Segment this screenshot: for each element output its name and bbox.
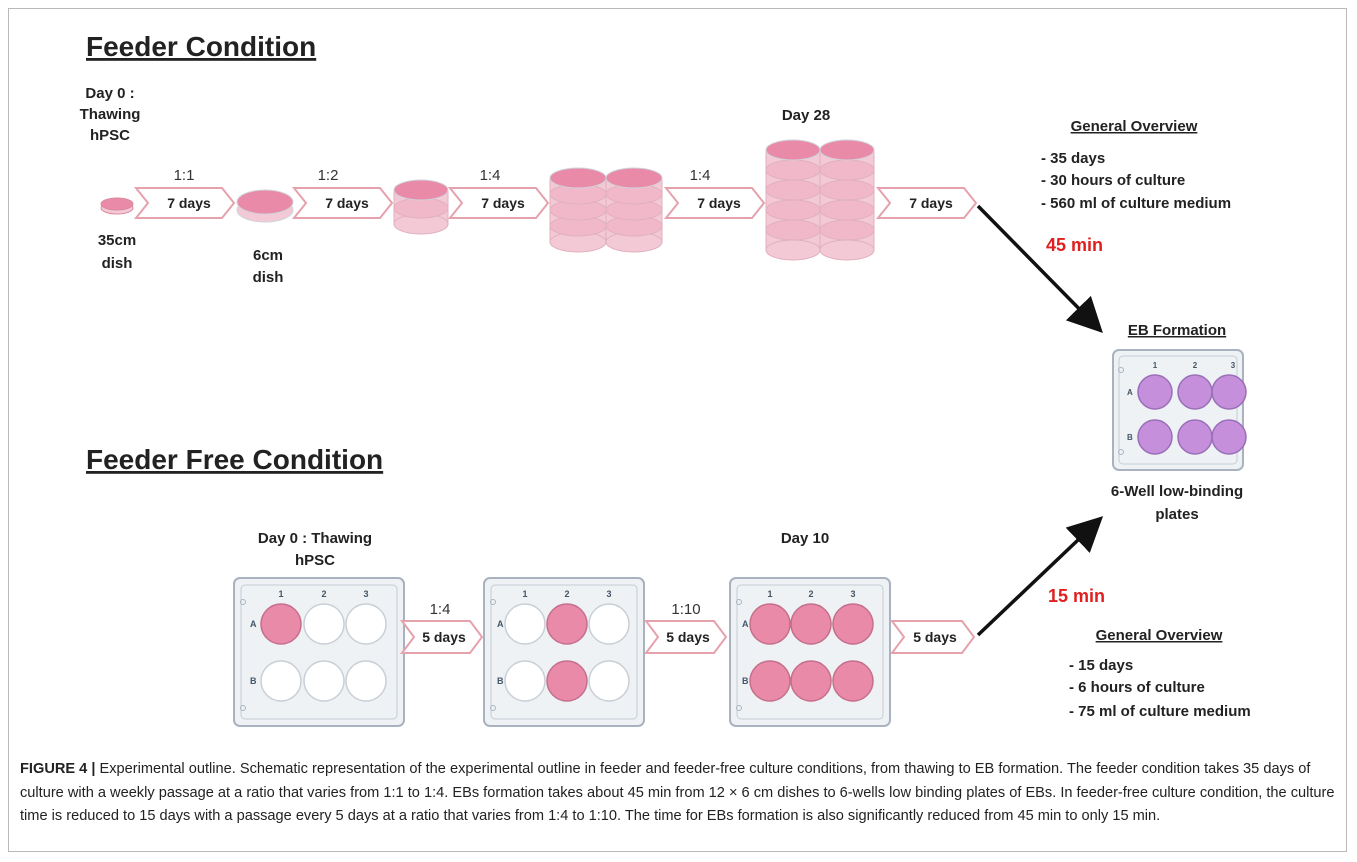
feeder-time: 45 min: [1046, 235, 1103, 255]
dish2-label-line2: dish: [253, 269, 284, 286]
feeder-heading: Feeder Condition: [86, 31, 316, 62]
figure-caption: FIGURE 4 | Experimental outline. Schemat…: [20, 758, 1340, 829]
svg-text:7 days: 7 days: [167, 195, 211, 211]
feeder-arrow-1: 7 days: [133, 187, 236, 219]
dish2-label-line1: 6cm: [253, 247, 283, 264]
svg-text:3: 3: [363, 589, 368, 599]
svg-text:7 days: 7 days: [697, 195, 741, 211]
svg-text:1: 1: [278, 589, 283, 599]
feeder-day0-line3: hPSC: [90, 127, 130, 144]
svg-text:3: 3: [850, 589, 855, 599]
dish1-label-line1: 35cm: [98, 232, 136, 249]
svg-text:5 days: 5 days: [666, 629, 710, 645]
svg-text:5 days: 5 days: [422, 629, 466, 645]
eb-plate-label-line1: 6-Well low-binding: [1111, 483, 1243, 500]
svg-text:5 days: 5 days: [913, 629, 957, 645]
feeder-arrow-3: 7 days: [447, 187, 550, 219]
svg-text:3: 3: [1231, 361, 1236, 370]
feeder-overview-item-2: - 30 hours of culture: [1041, 172, 1185, 189]
dish-stacks-4-icon: [549, 167, 663, 253]
eb-title: EB Formation: [1128, 322, 1226, 339]
svg-text:2: 2: [564, 589, 569, 599]
feeder-ratio-3: 1:4: [480, 167, 501, 184]
svg-text:A: A: [1127, 388, 1133, 397]
dish1-label-line2: dish: [102, 255, 133, 272]
feeder-ratio-1: 1:1: [174, 167, 195, 184]
svg-text:A: A: [497, 619, 504, 629]
feeder-arrow-5: 7 days: [875, 187, 978, 219]
ff-overview-item-3: - 75 ml of culture medium: [1069, 703, 1251, 720]
feeder-ratio-4: 1:4: [690, 167, 711, 184]
feeder-day0-line2: Thawing: [80, 106, 141, 123]
ff-overview-title: General Overview: [1096, 627, 1223, 644]
feeder-day0-line1: Day 0 :: [85, 85, 134, 102]
svg-text:1: 1: [522, 589, 527, 599]
svg-text:B: B: [1127, 433, 1133, 442]
ff-arrow-3: 5 days: [890, 620, 976, 654]
ff-day0-line1: Day 0 : Thawing: [258, 530, 372, 547]
ff-plate-1-icon: 1 2 3 A B: [233, 577, 405, 727]
ff-overview-item-1: - 15 days: [1069, 657, 1133, 674]
feeder-day28: Day 28: [782, 107, 830, 124]
caption-label: FIGURE 4 |: [20, 761, 96, 777]
dish-stacks-6-icon: [765, 139, 875, 261]
feeder-arrow-4: 7 days: [663, 187, 766, 219]
svg-text:B: B: [742, 676, 749, 686]
svg-text:2: 2: [808, 589, 813, 599]
svg-text:B: B: [250, 676, 257, 686]
feeder-arrow-2: 7 days: [291, 187, 394, 219]
ff-overview-item-2: - 6 hours of culture: [1069, 679, 1205, 696]
ff-plate-2-icon: 1 2 3 A B: [483, 577, 645, 727]
ff-day10: Day 10: [781, 530, 829, 547]
svg-text:2: 2: [1193, 361, 1198, 370]
eb-plate-icon: 1 2 3 A B: [1112, 349, 1247, 471]
feederfree-to-eb-arrow: [976, 516, 1104, 637]
eb-plate-label-line2: plates: [1155, 506, 1198, 523]
svg-text:7 days: 7 days: [481, 195, 525, 211]
svg-text:B: B: [497, 676, 504, 686]
ff-arrow-2: 5 days: [644, 620, 728, 654]
feeder-to-eb-arrow: [976, 204, 1103, 333]
svg-text:7 days: 7 days: [325, 195, 369, 211]
feeder-overview-title: General Overview: [1071, 118, 1198, 135]
feeder-free-heading: Feeder Free Condition: [86, 444, 383, 475]
dish-6cm-icon: [236, 189, 294, 223]
feeder-overview-item-3: - 560 ml of culture medium: [1041, 195, 1231, 212]
feeder-ratio-2: 1:2: [318, 167, 339, 184]
ff-plate-3-icon: 1 2 3 A B: [729, 577, 891, 727]
figure-frame: [8, 8, 1347, 852]
svg-text:1: 1: [767, 589, 772, 599]
svg-text:1: 1: [1153, 361, 1158, 370]
feeder-free-time: 15 min: [1048, 586, 1105, 606]
ff-day0-line2: hPSC: [295, 552, 335, 569]
svg-text:7 days: 7 days: [909, 195, 953, 211]
ff-arrow-1: 5 days: [400, 620, 484, 654]
svg-text:A: A: [742, 619, 749, 629]
feeder-overview-item-1: - 35 days: [1041, 150, 1105, 167]
svg-text:3: 3: [606, 589, 611, 599]
svg-text:A: A: [250, 619, 257, 629]
dish-35cm-icon: [100, 197, 134, 215]
svg-text:2: 2: [321, 589, 326, 599]
caption-text: Experimental outline. Schematic represen…: [20, 761, 1335, 824]
ff-ratio-2: 1:10: [671, 601, 700, 618]
ff-ratio-1: 1:4: [430, 601, 451, 618]
dish-stack-2-icon: [393, 179, 449, 235]
